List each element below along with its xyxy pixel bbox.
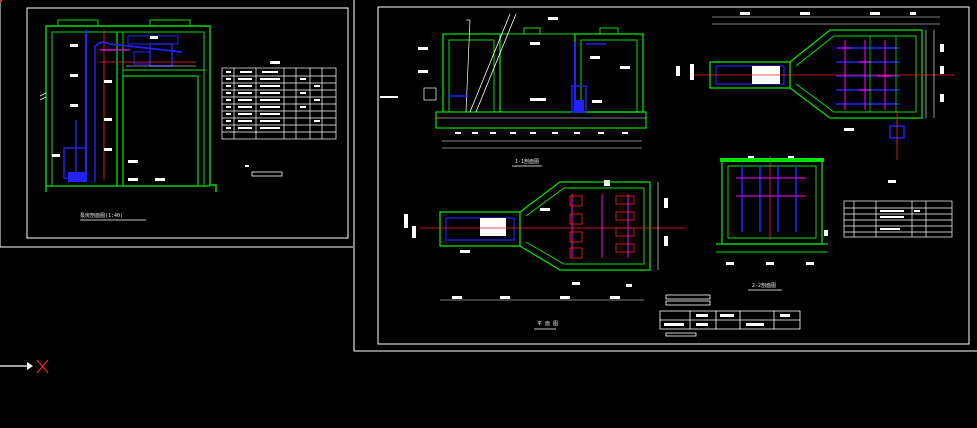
- left-section-caption: 泵房剖面图(1:40): [80, 212, 146, 221]
- right-equipment-table: [843, 200, 953, 238]
- section-2-2: 2-2剖面图: [716, 156, 828, 291]
- left-equipment-table: [221, 67, 337, 140]
- ucs-arrow-icon: [0, 362, 33, 370]
- plan-caption: 平 面 图: [537, 321, 558, 327]
- left-inner-frame: [26, 7, 349, 239]
- section-2-2-caption: 2-2剖面图: [752, 282, 776, 289]
- left-section-title: 泵房剖面图(1:40): [80, 212, 123, 219]
- plan-view-top: [676, 12, 955, 183]
- right-drawing-sheet: 1-1剖面图: [353, 0, 977, 352]
- pump-house-section: [39, 19, 217, 192]
- left-drawing-sheet: 泵房剖面图(1:40): [0, 0, 353, 248]
- ucs-x-mark-icon: [36, 359, 49, 374]
- plan-view-bottom: 平 面 图: [404, 180, 685, 330]
- section-1-1: 1-1剖面图: [380, 13, 647, 167]
- right-inner-frame: [377, 6, 970, 345]
- section-1-1-caption: 1-1剖面图: [515, 158, 539, 165]
- title-block: [659, 294, 801, 337]
